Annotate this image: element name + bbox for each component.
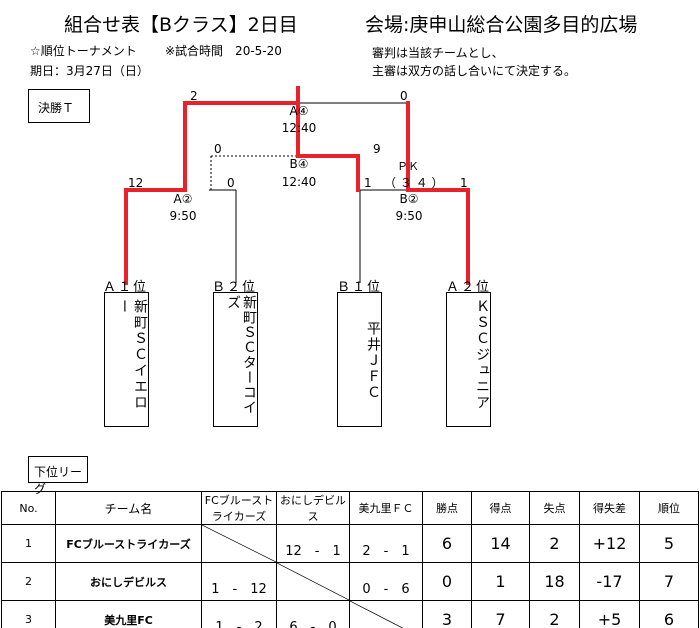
league-header-row: No. チーム名 FCブルーストライカーズ おにしデビルス 美九里ＦＣ 勝点 得… — [1, 491, 699, 525]
third-score-left: 0 — [214, 142, 222, 156]
row-rank: 6 — [639, 600, 699, 628]
table-row: 1 FCブルーストライカーズ 12 - 1 2 - 1 6 14 2 +12 5 — [1, 524, 699, 563]
team-box-1: 新町ＳＣイエロー — [104, 292, 149, 427]
header-goals-against: 失点 — [529, 491, 580, 525]
semi-a-time: 9:50 — [169, 209, 197, 223]
venue: 会場:庚申山総合公園多目的広場 — [365, 14, 638, 36]
league-label-box: 下位リーグ — [28, 456, 88, 496]
header-team-3: 美九里ＦＣ — [349, 491, 423, 525]
row-points: 3 — [422, 600, 472, 628]
row-rank: 7 — [639, 562, 699, 601]
row-goals-for: 1 — [471, 562, 530, 601]
header-goals-for: 得点 — [471, 491, 530, 525]
semi-b-score-right: 1 — [460, 176, 468, 190]
result-self — [276, 562, 350, 601]
date: 期日：3月27日（日） — [30, 64, 149, 78]
third-score-right: 9 — [373, 142, 381, 156]
row-team-name: FCブルーストライカーズ — [55, 524, 202, 563]
header-no: No. — [1, 491, 56, 525]
header-rank: 順位 — [639, 491, 699, 525]
referee-note-1: 審判は当該チームとし、 — [372, 46, 504, 60]
row-no: 1 — [1, 524, 56, 563]
row-goal-diff: +5 — [579, 600, 640, 628]
header-team-2: おにしデビルス — [276, 491, 350, 525]
table-row: 2 おにしデビルス 1 - 12 0 - 6 0 1 18 -17 7 — [1, 562, 699, 601]
header-points: 勝点 — [422, 491, 472, 525]
result-self — [201, 524, 277, 563]
header-goal-diff: 得失差 — [579, 491, 640, 525]
win-line-a1 — [124, 188, 187, 285]
team-3-name: 平井ＪＦＣ — [365, 321, 381, 401]
tournament-format: ☆順位トーナメント — [30, 44, 137, 58]
team-2-seed: Ｂ２位 — [212, 280, 258, 295]
semi-a-code: A② — [173, 192, 193, 206]
page-title: 組合せ表【Bクラス】2日目 — [64, 14, 298, 36]
semi-b-code: B② — [399, 192, 419, 206]
final-code: A④ — [289, 104, 309, 118]
result-self — [349, 600, 423, 628]
final-score-right: 0 — [400, 89, 408, 103]
result-cell: 6 - 0 — [276, 600, 350, 628]
win-line-a2 — [406, 188, 470, 285]
team-4-name: ＫＳＣジュニア — [474, 299, 490, 411]
result-cell: 2 - 1 — [349, 524, 423, 563]
team-4-seed: Ａ２位 — [446, 280, 492, 295]
header-team: チーム名 — [55, 491, 202, 525]
semi-b-pk-score: （ ３ ４ ） — [384, 176, 444, 190]
team-box-3: 平井ＪＦＣ — [337, 292, 382, 427]
row-goals-against: 18 — [529, 562, 580, 601]
semi-b-pk-label: ＰＫ — [397, 160, 419, 173]
result-cell: 1 - 2 — [201, 600, 277, 628]
final-time: 12:40 — [281, 121, 317, 135]
referee-note-2: 主審は双方の話し合いにて決定する。 — [372, 64, 577, 78]
row-rank: 5 — [639, 524, 699, 563]
row-no: 2 — [1, 562, 56, 601]
row-points: 6 — [422, 524, 472, 563]
row-goal-diff: -17 — [579, 562, 640, 601]
row-goals-for: 7 — [471, 600, 530, 628]
result-cell: 12 - 1 — [276, 524, 350, 563]
row-goal-diff: +12 — [579, 524, 640, 563]
bracket-label: 決勝Ｔ — [38, 101, 75, 115]
team-3-seed: Ｂ１位 — [337, 280, 383, 295]
third-time: 12:40 — [281, 175, 317, 189]
third-code: B④ — [289, 157, 309, 171]
team-1-seed: Ａ１位 — [103, 280, 149, 295]
team-box-4: ＫＳＣジュニア — [446, 292, 491, 427]
row-points: 0 — [422, 562, 472, 601]
win-line-third — [296, 101, 360, 192]
row-goals-against: 2 — [529, 524, 580, 563]
team-2-name: 新町ＳＣターコイズ — [225, 295, 257, 415]
semi-a-score-left: 12 — [128, 176, 144, 190]
match-time: ※試合時間 20-5-20 — [165, 44, 282, 58]
header-team-1: FCブルーストライカーズ — [201, 491, 277, 525]
win-line-a1-final — [183, 101, 300, 192]
result-cell: 1 - 12 — [201, 562, 277, 601]
row-team-name: おにしデビルス — [55, 562, 202, 601]
row-team-name: 美九里FC — [55, 600, 202, 628]
team-1-name: 新町ＳＣイエロー — [116, 299, 148, 411]
bracket-lines — [124, 86, 470, 285]
table-row: 3 美九里FC 1 - 2 6 - 0 3 7 2 +5 6 — [1, 600, 699, 628]
semi-b-time: 9:50 — [395, 209, 423, 223]
row-goals-for: 14 — [471, 524, 530, 563]
team-box-2: 新町ＳＣターコイズ — [213, 292, 258, 427]
row-no: 3 — [1, 600, 56, 628]
league-table: No. チーム名 FCブルーストライカーズ おにしデビルス 美九里ＦＣ 勝点 得… — [1, 491, 699, 628]
semi-a-score-right: 0 — [227, 176, 235, 190]
result-cell: 0 - 6 — [349, 562, 423, 601]
bracket-label-box: 決勝Ｔ — [28, 89, 90, 123]
semi-b-score-left: 1 — [364, 176, 372, 190]
row-goals-against: 2 — [529, 600, 580, 628]
final-score-left: 2 — [190, 89, 198, 103]
